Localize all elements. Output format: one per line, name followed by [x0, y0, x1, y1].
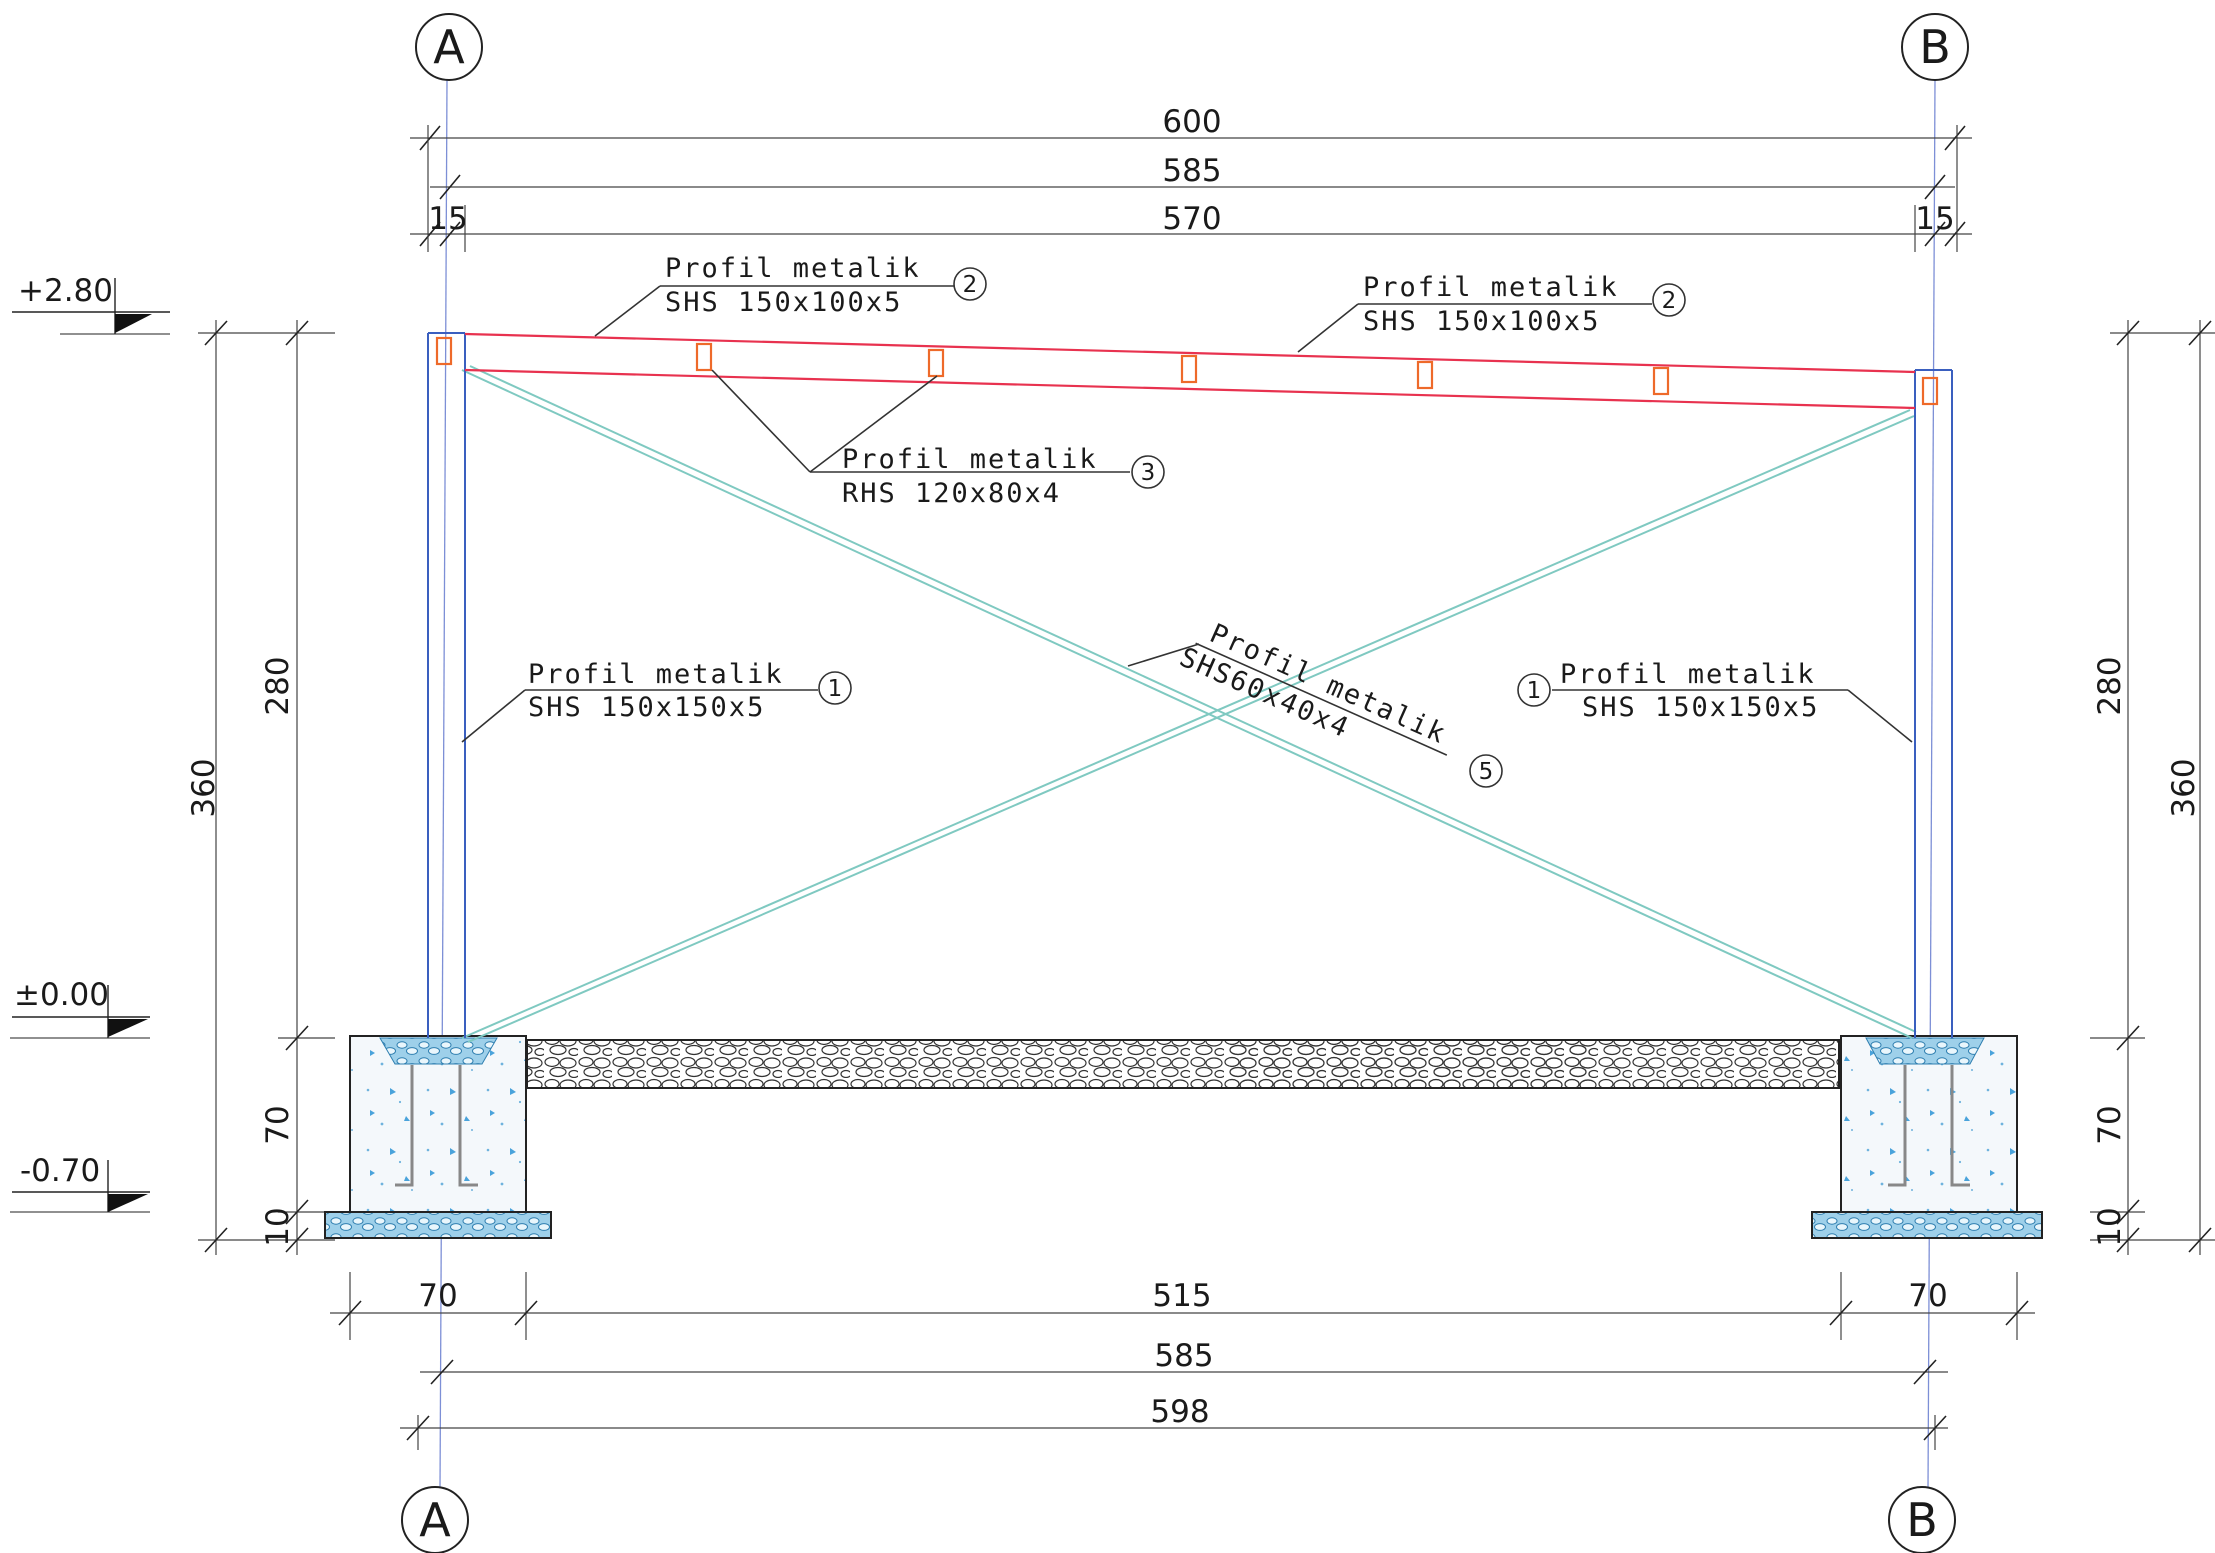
svg-text:280: 280	[2092, 656, 2128, 715]
level-marker-top: +2.80	[12, 273, 170, 335]
column-left	[427, 332, 466, 1038]
label-beam-left: Profil metalik SHS 150x100x5 2	[594, 253, 987, 337]
left-vertical-dimensions: 360 280 70 10	[186, 320, 335, 1255]
axis-bubble-bottom-a: A	[401, 1486, 469, 1553]
svg-text:280: 280	[260, 656, 296, 715]
svg-text:RHS 120x80x4: RHS 120x80x4	[842, 478, 1061, 509]
axis-bubble-top-a: A	[415, 13, 483, 81]
svg-text:70: 70	[418, 1278, 457, 1314]
level-marker-zero: ±0.00	[10, 977, 150, 1039]
bracing-cross	[461, 365, 1917, 1043]
main-beam	[464, 332, 1916, 410]
svg-text:Profil metalik: Profil metalik	[1363, 272, 1619, 303]
svg-text:585: 585	[1154, 1338, 1213, 1374]
svg-text:70: 70	[2092, 1105, 2128, 1144]
svg-text:1: 1	[828, 676, 843, 702]
axis-line-b	[1927, 79, 1936, 1491]
svg-text:+2.80: +2.80	[18, 273, 113, 309]
bottom-dimensions: 70 515 70 585 598	[330, 1272, 2035, 1450]
svg-text:SHS 150x150x5: SHS 150x150x5	[528, 692, 765, 723]
dim-left-15: 15	[428, 201, 467, 237]
purlins	[435, 336, 1939, 406]
svg-text:515: 515	[1152, 1278, 1211, 1314]
svg-text:3: 3	[1141, 460, 1156, 486]
foundation-right	[1811, 1035, 2043, 1239]
svg-text:B: B	[1906, 1493, 1938, 1547]
axis-line-a	[439, 79, 448, 1491]
axis-bubble-bottom-b: B	[1888, 1486, 1956, 1553]
svg-text:360: 360	[186, 758, 222, 817]
svg-text:B: B	[1919, 20, 1951, 74]
svg-text:SHS 150x100x5: SHS 150x100x5	[665, 287, 902, 318]
svg-text:-0.70: -0.70	[20, 1153, 100, 1189]
svg-text:360: 360	[2166, 758, 2202, 817]
right-vertical-dimensions: 280 360 70 10	[2090, 320, 2215, 1255]
svg-text:Profil metalik: Profil metalik	[842, 444, 1098, 475]
top-dimensions: 600 585 570 15 15	[410, 104, 1972, 252]
label-beam-right: Profil metalik SHS 150x100x5 2	[1297, 272, 1686, 353]
label-brace: Profil metalik SHS60x40x4 5	[1127, 618, 1503, 788]
axis-bubble-top-b: B	[1901, 13, 1969, 81]
label-column-right: Profil metalik SHS 150x150x5 1	[1517, 659, 1913, 743]
svg-text:1: 1	[1527, 678, 1542, 704]
svg-text:70: 70	[260, 1105, 296, 1144]
svg-text:2: 2	[963, 272, 978, 298]
dim-overall-600: 600	[1162, 104, 1221, 140]
svg-text:A: A	[419, 1493, 451, 1547]
dim-clear-570: 570	[1162, 201, 1221, 237]
svg-text:Profil metalik: Profil metalik	[665, 253, 921, 284]
svg-text:SHS 150x150x5: SHS 150x150x5	[1582, 692, 1819, 723]
svg-text:Profil metalik: Profil metalik	[1560, 659, 1816, 690]
svg-text:70: 70	[1908, 1278, 1947, 1314]
level-marker-bottom: -0.70	[10, 1153, 150, 1213]
svg-text:598: 598	[1150, 1394, 1209, 1430]
svg-text:SHS 150x100x5: SHS 150x100x5	[1363, 306, 1600, 337]
ground-slab	[526, 1039, 1840, 1089]
svg-text:Profil metalik: Profil metalik	[528, 659, 784, 690]
svg-text:5: 5	[1479, 759, 1494, 785]
foundation-left	[324, 1035, 552, 1239]
dim-axis-585: 585	[1162, 153, 1221, 189]
svg-text:2: 2	[1662, 288, 1677, 314]
svg-text:10: 10	[2092, 1207, 2128, 1246]
label-column-left: Profil metalik SHS 150x150x5 1	[461, 659, 852, 743]
svg-text:±0.00: ±0.00	[14, 977, 109, 1013]
svg-text:10: 10	[260, 1207, 296, 1246]
column-right	[1914, 369, 1953, 1038]
label-purlin: Profil metalik RHS 120x80x4 3	[711, 369, 1165, 509]
svg-text:A: A	[433, 20, 465, 74]
dim-right-15: 15	[1915, 201, 1954, 237]
